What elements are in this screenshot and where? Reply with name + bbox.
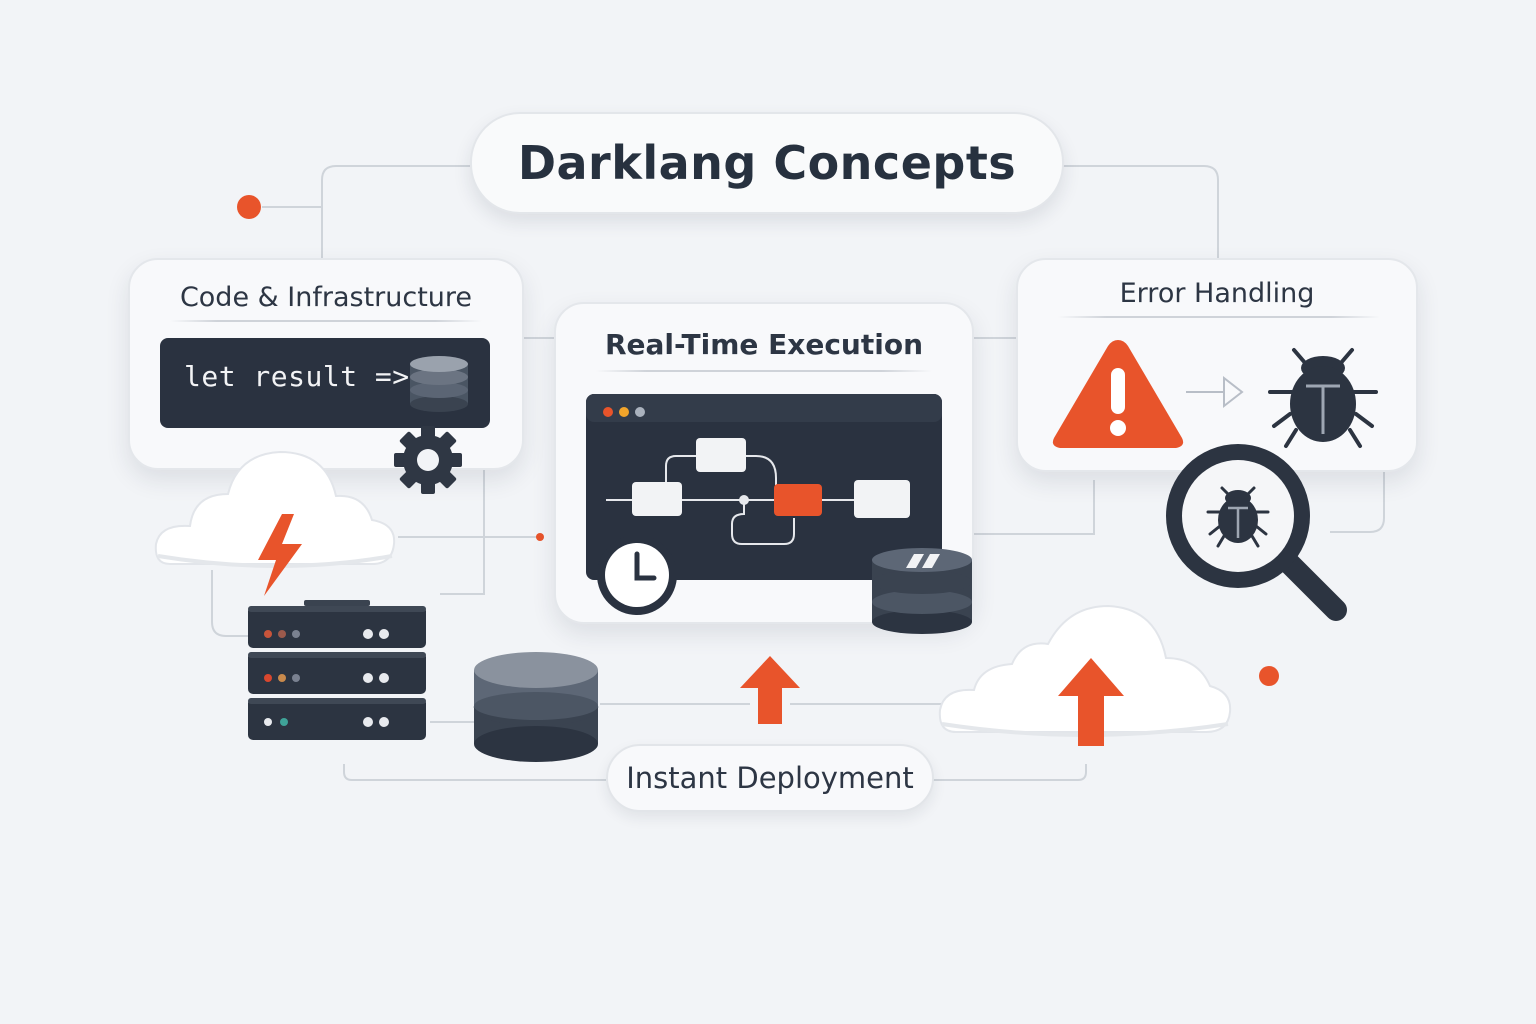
deployment-label: Instant Deployment — [606, 744, 934, 812]
card-title: Code & Infrastructure — [179, 282, 473, 313]
title-divider — [170, 320, 482, 322]
code-snippet: let result => — [160, 338, 490, 428]
code-text: let result => — [184, 360, 410, 393]
upload-arrow-icon — [1058, 658, 1124, 746]
upload-arrow-icon — [740, 656, 800, 724]
accent-dot — [1259, 666, 1279, 686]
magnifier-icon — [1166, 444, 1347, 621]
database-icon — [473, 652, 599, 762]
clock-icon — [597, 535, 677, 615]
card-code-infrastructure: Code & Infrastructure let result => — [128, 258, 524, 470]
accent-dot — [237, 195, 261, 219]
page-title: Darklang Concepts — [470, 112, 1064, 214]
card-error-handling: Error Handling — [1016, 258, 1418, 472]
server-rack-icon — [248, 600, 426, 740]
arrow-right-icon — [1186, 375, 1244, 409]
card-title: Error Handling — [1119, 278, 1315, 309]
title-divider — [1058, 316, 1380, 318]
database-icon — [410, 356, 468, 412]
database-icon — [872, 548, 972, 634]
lightning-icon — [258, 514, 302, 596]
flow-diagram-icon — [586, 394, 942, 580]
warning-icon — [1052, 340, 1184, 448]
gear-icon — [394, 426, 462, 494]
accent-dot — [536, 533, 544, 541]
title-divider — [596, 370, 932, 372]
bug-icon — [1206, 486, 1270, 548]
card-title: Real-Time Execution — [604, 328, 924, 361]
bug-icon — [1268, 348, 1378, 448]
